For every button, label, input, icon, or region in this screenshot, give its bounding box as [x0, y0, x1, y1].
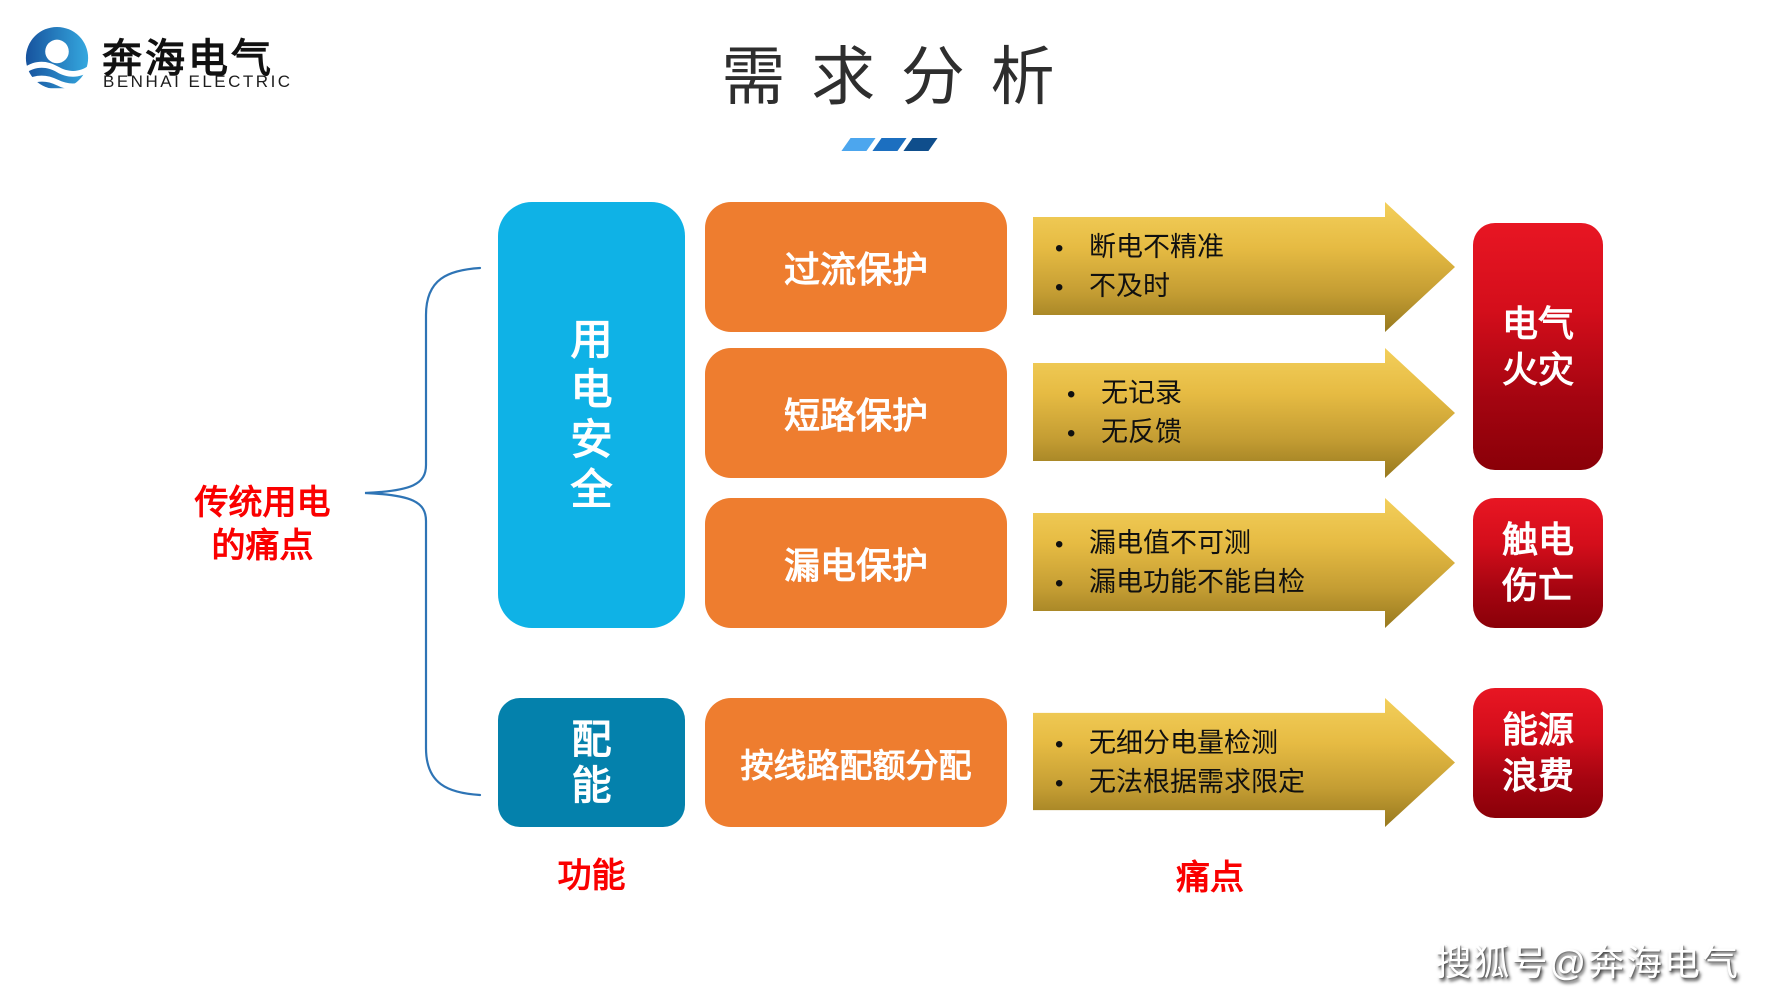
- bullet-icon: •: [1055, 569, 1064, 597]
- category-label: 配 能: [571, 717, 612, 808]
- watermark-sohu-account: 搜狐号@奔海电气: [1435, 942, 1740, 983]
- column-label-functions: 功能: [557, 857, 626, 895]
- category-box-power-distribution: 配 能: [498, 698, 685, 827]
- pain-item: • 断电不精准: [1047, 232, 1387, 264]
- pain-item: • 无反馈: [1059, 417, 1399, 449]
- bullet-icon: •: [1067, 419, 1076, 447]
- pain-item: • 无记录: [1059, 378, 1399, 410]
- bullet-icon: •: [1067, 380, 1076, 408]
- outcome-box-energy-waste: 能源 浪费: [1473, 688, 1603, 818]
- column-label-pains: 痛点: [1176, 859, 1244, 897]
- pain-text: 无反馈: [1101, 416, 1182, 447]
- category-label: 用 电 安 全: [570, 316, 613, 513]
- outcome-label: 能源 浪费: [1501, 709, 1574, 796]
- function-label: 漏电保护: [783, 545, 928, 586]
- bullet-icon: •: [1055, 769, 1064, 797]
- pain-item: • 漏电值不可测: [1047, 528, 1387, 560]
- pain-list: • 无细分电量检测 • 无法根据需求限定: [1047, 698, 1387, 828]
- outcome-box-electric-shock: 触电 伤亡: [1473, 498, 1603, 628]
- function-box-overcurrent: 过流保护: [705, 202, 1007, 332]
- right-arrow-icon: [1033, 498, 1455, 628]
- pain-arrow: • 无细分电量检测 • 无法根据需求限定: [1033, 698, 1455, 827]
- right-arrow-icon: [1033, 348, 1455, 478]
- title-slash-icon: [903, 138, 938, 151]
- pain-list: • 无记录 • 无反馈: [1059, 348, 1399, 478]
- pain-arrow: • 无记录 • 无反馈: [1033, 348, 1455, 478]
- pain-text: 无记录: [1101, 377, 1182, 408]
- bullet-icon: •: [1055, 730, 1064, 758]
- function-label: 过流保护: [783, 249, 928, 290]
- bullet-icon: •: [1055, 234, 1064, 262]
- function-label: 按线路配额分配: [740, 746, 972, 784]
- function-box-leakage: 漏电保护: [705, 498, 1007, 628]
- pain-text: 漏电值不可测: [1089, 527, 1251, 558]
- pain-item: • 不及时: [1047, 271, 1387, 303]
- title-slash-icon: [872, 138, 907, 151]
- curly-brace-icon: [364, 266, 482, 797]
- outcome-box-electrical-fire: 电气 火灾: [1473, 223, 1603, 470]
- outcome-label: 电气 火灾: [1501, 302, 1574, 390]
- bullet-icon: •: [1055, 273, 1064, 301]
- function-box-quota-distribution: 按线路配额分配: [705, 698, 1007, 827]
- pain-item: • 无细分电量检测: [1047, 728, 1387, 760]
- function-label: 短路保护: [783, 395, 928, 436]
- pain-list: • 漏电值不可测 • 漏电功能不能自检: [1047, 498, 1387, 628]
- right-arrow-icon: [1033, 698, 1455, 827]
- pain-text: 不及时: [1089, 270, 1170, 301]
- pain-item: • 无法根据需求限定: [1047, 767, 1387, 799]
- company-name-english: BENHAI ELECTRIC: [103, 72, 293, 91]
- category-box-electricity-safety: 用 电 安 全: [498, 202, 685, 628]
- pain-arrow: • 漏电值不可测 • 漏电功能不能自检: [1033, 498, 1455, 628]
- pain-points-heading: 传统用电 的痛点: [194, 484, 331, 565]
- company-logo-icon: [24, 26, 90, 92]
- title-slash-icon: [841, 138, 876, 151]
- pain-list: • 断电不精准 • 不及时: [1047, 202, 1387, 332]
- bullet-icon: •: [1055, 530, 1064, 558]
- outcome-label: 触电 伤亡: [1501, 519, 1574, 606]
- page-title: 需 求 分 析: [721, 41, 1059, 113]
- pain-text: 断电不精准: [1089, 231, 1224, 262]
- pain-text: 漏电功能不能自检: [1089, 566, 1305, 597]
- pain-text: 无法根据需求限定: [1089, 766, 1305, 797]
- pain-item: • 漏电功能不能自检: [1047, 567, 1387, 599]
- pain-text: 无细分电量检测: [1089, 727, 1278, 758]
- company-name: 奔海电气: [102, 37, 274, 81]
- pain-arrow: • 断电不精准 • 不及时: [1033, 202, 1455, 332]
- function-box-short-circuit: 短路保护: [705, 348, 1007, 478]
- right-arrow-icon: [1033, 202, 1455, 332]
